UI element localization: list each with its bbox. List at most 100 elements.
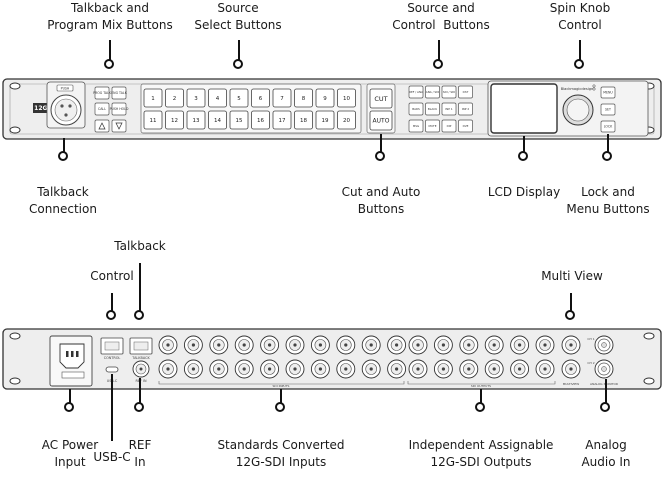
spin-knob[interactable]: [562, 94, 594, 126]
sdi-bnc-connector[interactable]: [285, 335, 305, 355]
callout-line: LCD Display: [487, 185, 561, 199]
set-button[interactable]: [600, 103, 616, 116]
source-button-12[interactable]: [165, 110, 184, 130]
sdi-bnc-connector[interactable]: [183, 359, 203, 379]
source-button-19[interactable]: [315, 110, 335, 130]
source-button-14[interactable]: [208, 110, 227, 130]
control-button[interactable]: [425, 85, 440, 99]
up-arrow-button[interactable]: [94, 119, 110, 133]
source-button-1[interactable]: [143, 88, 163, 108]
sdi-bnc-connector[interactable]: [535, 335, 555, 355]
sdi-bnc-connector[interactable]: [510, 335, 530, 355]
control-button[interactable]: [458, 102, 473, 116]
callout-line: Source and: [407, 1, 475, 15]
control-button-label: SDI / SDI: [443, 90, 455, 94]
control-button[interactable]: [441, 85, 457, 99]
usb-c-port[interactable]: [105, 366, 119, 373]
multiview-output-connector[interactable]: [561, 359, 581, 379]
source-button-11[interactable]: [143, 110, 163, 130]
source-button-17[interactable]: [272, 110, 292, 130]
prog-talk-button[interactable]: [94, 86, 110, 100]
sdi-bnc-connector[interactable]: [535, 359, 555, 379]
ac-power-input[interactable]: [49, 335, 93, 387]
analog-audio-in-ch1[interactable]: [594, 335, 614, 355]
sdi-bnc-connector[interactable]: [433, 335, 453, 355]
sdi-bnc-connector[interactable]: [310, 335, 330, 355]
callout-line: REF: [128, 438, 152, 452]
eng-talk-button[interactable]: [111, 86, 127, 100]
down-arrow-icon: [115, 122, 123, 130]
sdi-bnc-connector[interactable]: [459, 359, 479, 379]
sdi-bnc-connector[interactable]: [260, 335, 280, 355]
cut-button[interactable]: [369, 88, 393, 109]
control-button[interactable]: [458, 85, 473, 99]
sdi-bnc-connector[interactable]: [433, 359, 453, 379]
sdi-bnc-connector[interactable]: [510, 359, 530, 379]
source-button-label: 4: [216, 96, 220, 102]
sdi-bnc-connector[interactable]: [209, 359, 229, 379]
sdi-bnc-connector[interactable]: [310, 359, 330, 379]
call-button[interactable]: [94, 102, 110, 116]
sdi-bnc-connector[interactable]: [234, 335, 254, 355]
source-button-7[interactable]: [272, 88, 292, 108]
control-button[interactable]: [408, 119, 424, 133]
sdi-bnc-connector[interactable]: [484, 335, 504, 355]
source-button-9[interactable]: [315, 88, 335, 108]
sdi-bnc-connector[interactable]: [387, 335, 407, 355]
sdi-bnc-connector[interactable]: [209, 335, 229, 355]
sdi-bnc-connector[interactable]: [285, 359, 305, 379]
down-arrow-button[interactable]: [111, 119, 127, 133]
source-button-3[interactable]: [186, 88, 206, 108]
sdi-bnc-connector[interactable]: [361, 359, 381, 379]
control-button[interactable]: [425, 119, 440, 133]
sdi-bnc-connector[interactable]: [336, 359, 356, 379]
sdi-bnc-connector[interactable]: [260, 359, 280, 379]
control-button[interactable]: [425, 102, 440, 116]
sdi-bnc-connector[interactable]: [408, 359, 428, 379]
callout-line: Lock and: [581, 185, 635, 199]
sdi-bnc-connector[interactable]: [361, 335, 381, 355]
talkback-connector[interactable]: PUSH: [46, 81, 86, 129]
menu-button[interactable]: [600, 86, 616, 99]
callout-dot: [518, 151, 528, 161]
source-button-15[interactable]: [229, 110, 249, 130]
control-button[interactable]: [441, 102, 457, 116]
source-button-13[interactable]: [186, 110, 206, 130]
callout-line: Independent Assignable: [408, 438, 554, 452]
multiview-output-connector[interactable]: [561, 335, 581, 355]
source-button-label: 9: [323, 96, 327, 102]
lock-button[interactable]: [600, 120, 616, 133]
sdi-bnc-connector[interactable]: [158, 335, 178, 355]
sdi-bnc-connector[interactable]: [408, 335, 428, 355]
talkback-port[interactable]: [129, 337, 153, 355]
push-hold-button[interactable]: [111, 102, 127, 116]
source-button-8[interactable]: [294, 88, 313, 108]
control-button[interactable]: [408, 85, 424, 99]
auto-button[interactable]: [369, 110, 393, 131]
source-button-6[interactable]: [251, 88, 270, 108]
source-button-16[interactable]: [251, 110, 270, 130]
source-button-2[interactable]: [165, 88, 184, 108]
sdi-bnc-connector[interactable]: [387, 359, 407, 379]
source-button-10[interactable]: [337, 88, 356, 108]
sdi-bnc-connector[interactable]: [234, 359, 254, 379]
sdi-bnc-connector[interactable]: [183, 335, 203, 355]
callout-independent-outputs: Independent Assignable 12G-SDI Outputs: [404, 437, 558, 471]
callout-line: Talkback and: [71, 1, 149, 15]
sdi-bnc-connector[interactable]: [158, 359, 178, 379]
source-button-5[interactable]: [229, 88, 249, 108]
analog-audio-in-ch2[interactable]: [594, 359, 614, 379]
ref-in-connector[interactable]: [132, 360, 150, 378]
sdi-bnc-connector[interactable]: [459, 335, 479, 355]
source-button-20[interactable]: [337, 110, 356, 130]
source-button-18[interactable]: [294, 110, 313, 130]
source-button-4[interactable]: [208, 88, 227, 108]
control-port[interactable]: [100, 337, 124, 355]
sdi-bnc-connector[interactable]: [336, 335, 356, 355]
control-button[interactable]: [441, 119, 457, 133]
sdi-bnc-connector[interactable]: [484, 359, 504, 379]
control-button[interactable]: [458, 119, 473, 133]
callout-dot: [433, 59, 443, 69]
control-button[interactable]: [408, 102, 424, 116]
